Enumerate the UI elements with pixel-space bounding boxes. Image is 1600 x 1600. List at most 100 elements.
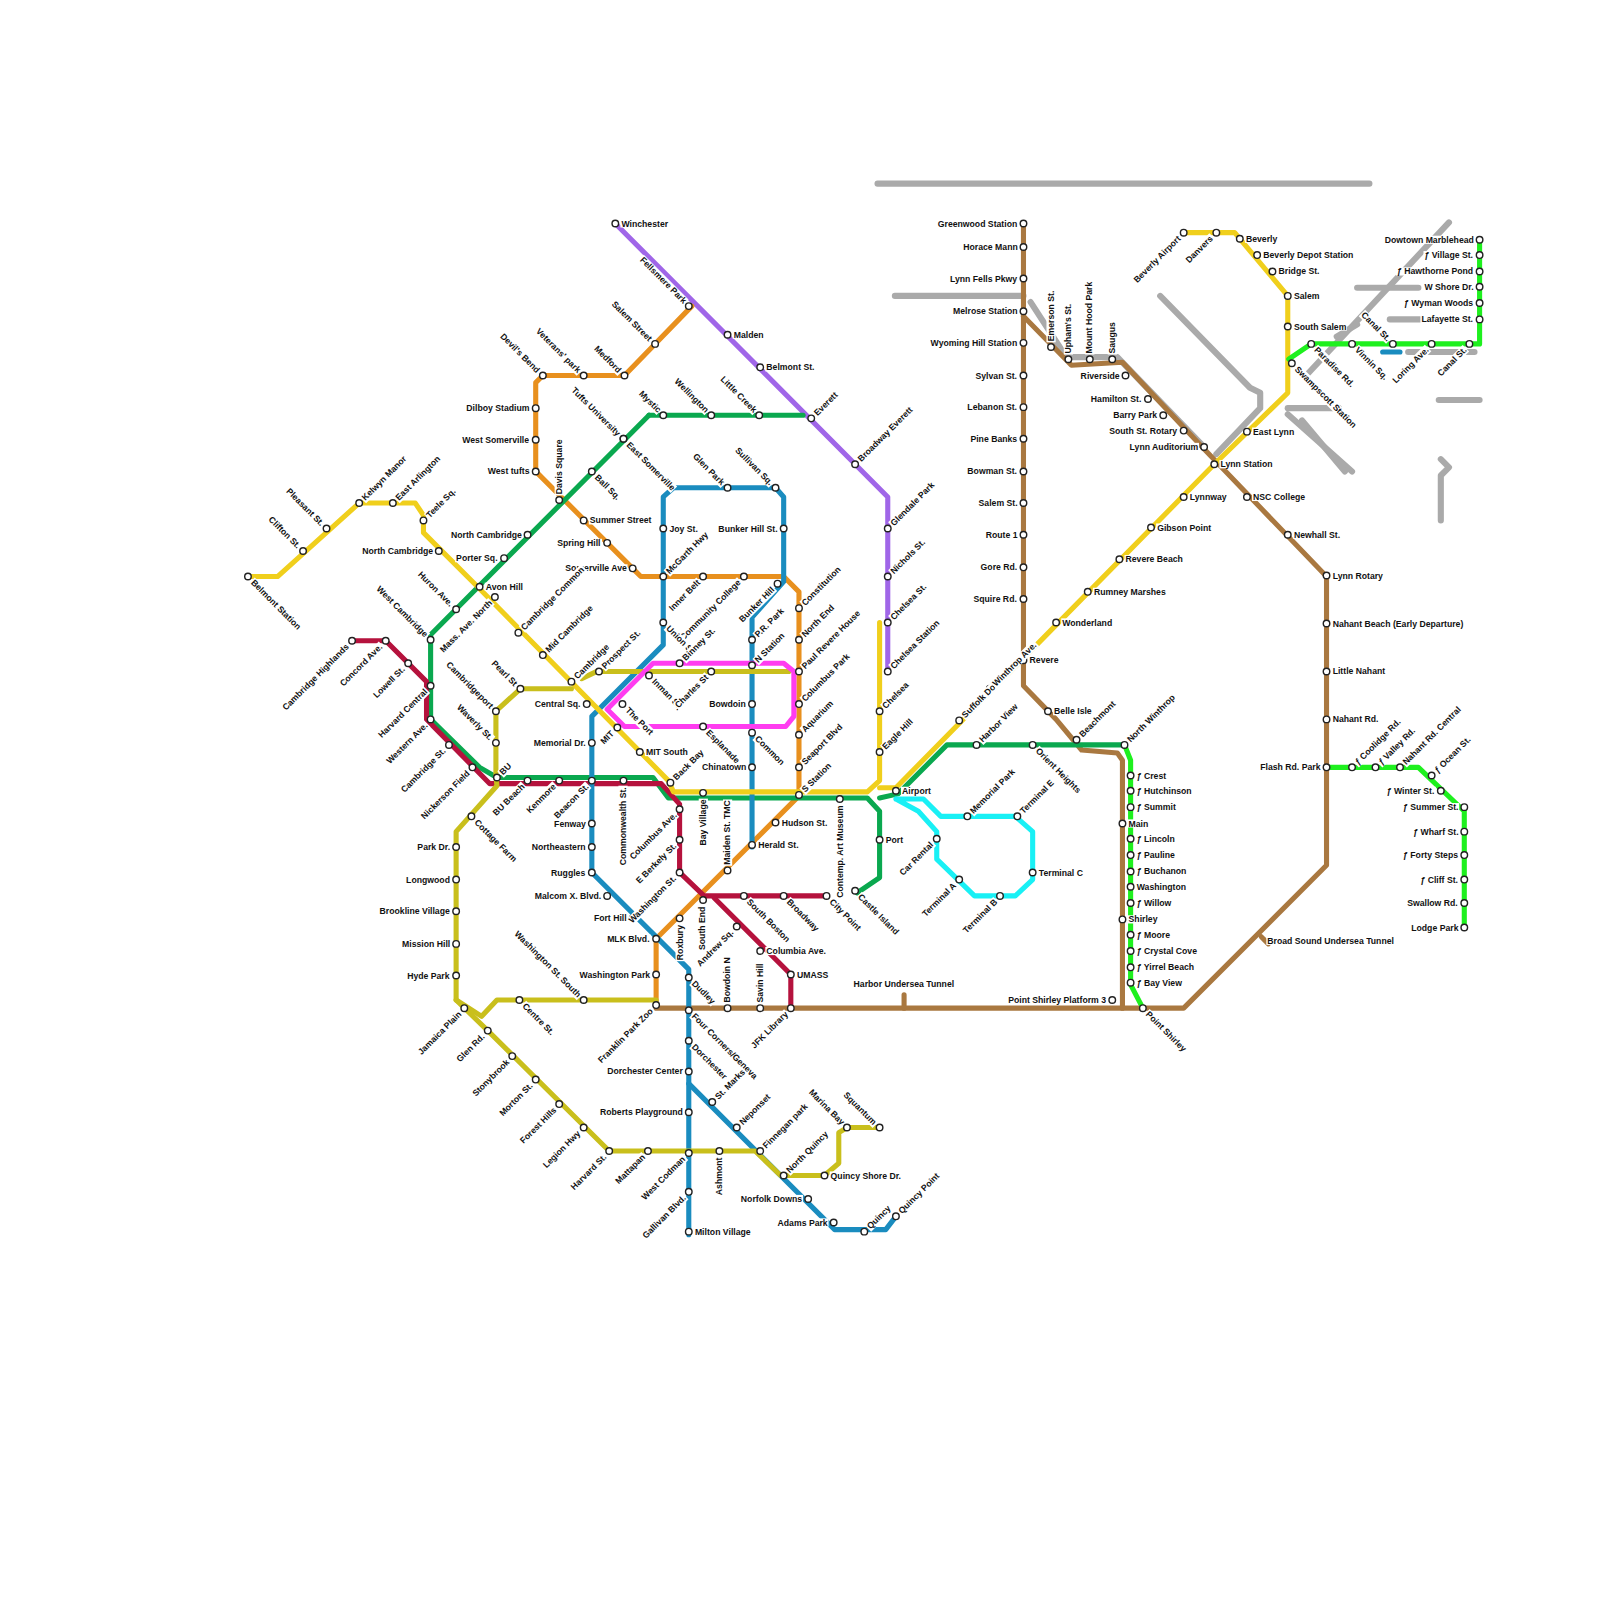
station-dot [619, 701, 626, 708]
station-dot [476, 583, 483, 590]
station-dot [876, 749, 883, 756]
station-label: Salem [1293, 291, 1321, 300]
station-dot [1461, 900, 1468, 907]
station-label: Lowell St. [371, 664, 408, 701]
station-dot [1201, 444, 1208, 451]
station-dot [589, 869, 596, 876]
station-dot [1308, 341, 1315, 348]
station-dot [1244, 494, 1251, 501]
station-dot [884, 525, 891, 532]
station-dot [453, 606, 460, 613]
station-dot [1397, 764, 1404, 771]
station-label: Salem St. [978, 498, 1019, 507]
station-label: ƒ Summer St. [1402, 803, 1459, 812]
station-label: Finnegan park [761, 1101, 811, 1151]
station-dot [390, 500, 397, 507]
station-label: South Salem [1293, 322, 1348, 331]
station-label: Car Rental [897, 839, 936, 878]
station-dot [1073, 737, 1080, 744]
station-label: Rumney Marshes [1093, 587, 1167, 596]
station-dot [1148, 524, 1155, 531]
station-dot [453, 941, 460, 948]
station-label: Flash Rd. Park [1259, 763, 1321, 772]
station-dot [774, 580, 781, 587]
station-label: The Port [623, 704, 656, 737]
station-dot [1461, 924, 1468, 931]
station-dot [1127, 948, 1134, 955]
station-dot [893, 1213, 900, 1220]
station-dot [788, 1005, 795, 1012]
station-label: Ball Sq. [592, 472, 622, 502]
station-label: Broadway Everett [855, 404, 915, 464]
station-dot [686, 1038, 693, 1045]
station-label: Emerson St. [1046, 289, 1055, 342]
station-dot [1087, 356, 1094, 363]
route-line [1023, 316, 1326, 1008]
station-label: Wellington [672, 376, 711, 415]
station-dot [1020, 531, 1027, 538]
station-label: ƒ Summit [1136, 803, 1177, 812]
station-label: Jamaica Plain [416, 1009, 464, 1057]
station-dot [427, 716, 434, 723]
station-label: ƒ Forty Steps [1402, 851, 1459, 860]
station-label: Beachmont [1077, 698, 1118, 739]
station-dot [580, 517, 587, 524]
station-dot [756, 412, 763, 419]
station-dot [515, 629, 522, 636]
station-label: Mission Hill [401, 939, 451, 948]
station-dot [686, 1007, 693, 1014]
station-label: Devil's Bend [498, 331, 542, 375]
station-label: Nickerson Field [419, 768, 473, 822]
station-label: Chinatown [701, 763, 747, 772]
station-dot [876, 708, 883, 715]
route-line [880, 745, 1123, 798]
station-label: Joy St. [668, 524, 698, 533]
station-dot [589, 820, 596, 827]
station-dot [1284, 293, 1291, 300]
station-label: W Shore Dr. [1423, 282, 1474, 291]
station-dot [580, 372, 587, 379]
station-dot [757, 1005, 764, 1012]
station-dot [1476, 316, 1483, 323]
station-label: City Point [827, 896, 864, 933]
station-dot [612, 220, 619, 227]
station-label: Greenwood Station [937, 219, 1019, 228]
station-dot [1127, 868, 1134, 875]
route-line [1327, 767, 1465, 928]
station-label: ƒ Cliff St. [1419, 875, 1459, 884]
station-label: Central Sq. [534, 699, 582, 708]
station-label: Mystic [636, 388, 663, 415]
station-dot [1127, 979, 1134, 986]
station-dot [556, 1101, 563, 1108]
station-label: Morton St. [497, 1080, 535, 1118]
station-label: Harvard St. [569, 1151, 610, 1192]
station-label: Washington [1136, 882, 1187, 891]
station-label: Cambridgeport [444, 659, 496, 711]
station-dot [884, 668, 891, 675]
station-label: Dowtown Marblehead [1384, 235, 1475, 244]
station-label: Cambridge St. [399, 745, 448, 794]
station-label: Milton Village [694, 1227, 752, 1236]
station-dot [964, 813, 971, 820]
station-dot [501, 555, 508, 562]
station-dot [1020, 244, 1027, 251]
station-dot [1160, 412, 1167, 419]
station-label: Everett [812, 389, 841, 418]
station-label: Pearl St [489, 658, 520, 689]
station-label: Norfolk Downs [740, 1194, 803, 1203]
station-label: Lynn Fells Pkwy [949, 274, 1018, 283]
station-label: Revere [1029, 656, 1060, 665]
station-dot [1289, 360, 1296, 367]
station-dot [621, 372, 628, 379]
station-label: Danvers [1183, 233, 1215, 265]
station-dot [1180, 427, 1187, 434]
station-label: ƒ Buchanon [1136, 867, 1188, 876]
station-dot [405, 660, 412, 667]
station-dot [382, 638, 389, 645]
station-dot [1461, 804, 1468, 811]
station-dot [509, 1053, 516, 1060]
station-label: Washington St. South [512, 928, 583, 999]
station-dot [876, 837, 883, 844]
